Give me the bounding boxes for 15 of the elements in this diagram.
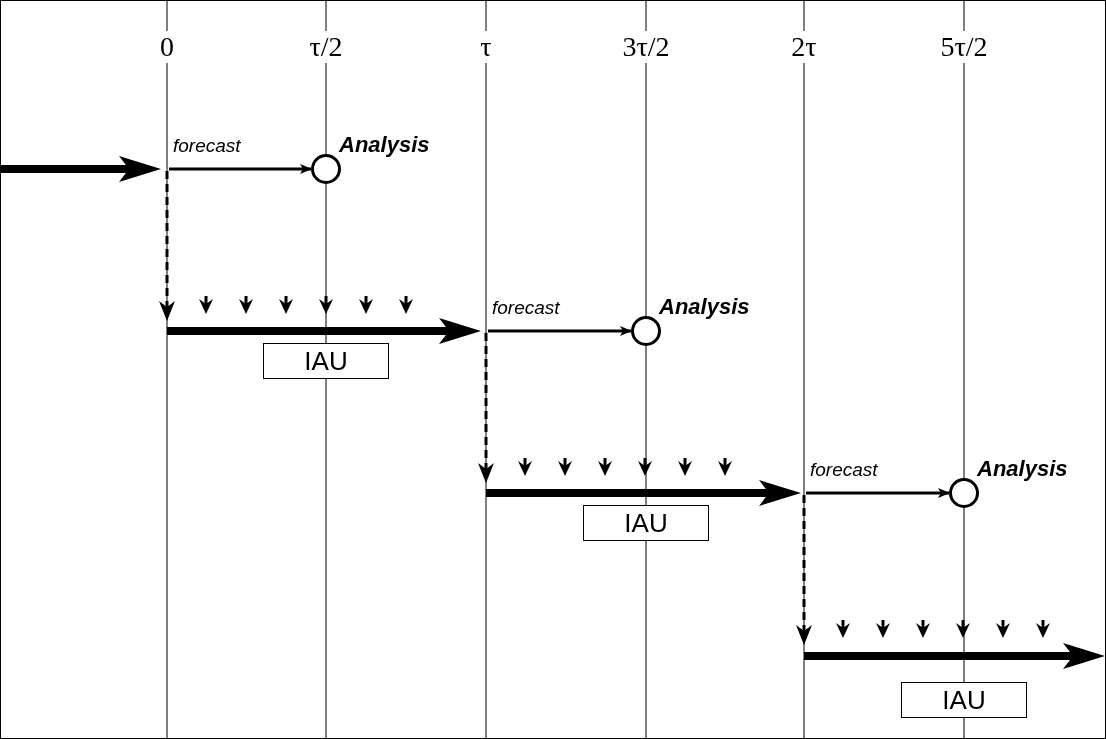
process-box	[583, 505, 709, 541]
axis-tick-label: τ	[478, 31, 494, 63]
arrow	[806, 488, 950, 498]
process-box	[901, 682, 1027, 718]
axis-tick-label: 2τ	[789, 31, 819, 63]
box-label: IAU	[304, 345, 348, 377]
arrow	[488, 326, 632, 336]
box-label: IAU	[942, 684, 986, 716]
node-caption: Analysis	[977, 456, 1068, 482]
node-caption: Analysis	[339, 132, 430, 158]
box-label: IAU	[624, 507, 668, 539]
axis-tick-label: 0	[158, 31, 176, 63]
arrow	[169, 164, 312, 174]
node-caption: Analysis	[659, 294, 750, 320]
process-box	[263, 343, 389, 379]
